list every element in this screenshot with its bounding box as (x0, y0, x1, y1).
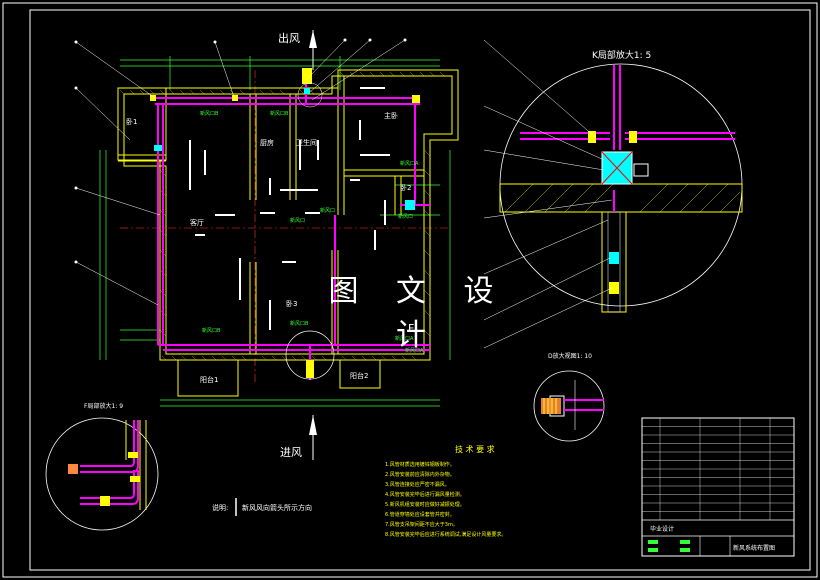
diffusers (150, 68, 420, 378)
legend: 说明: 新风风向箭头所示方向 (212, 498, 312, 516)
legend-prefix: 说明: (212, 503, 228, 512)
room-living: 客厅 (190, 218, 204, 227)
room-kitchen: 厨房 (260, 138, 274, 147)
requirement-line: 6.管道穿墙处应设套管并密封。 (385, 511, 455, 518)
watermark: 图 文 设 计 (328, 274, 508, 353)
leader-lines (75, 39, 406, 306)
room-master: 主卧 (384, 111, 398, 120)
room-bedroom3: 卧3 (286, 300, 297, 308)
axis-lines (120, 70, 450, 385)
title-block-sub: 毕业设计 (650, 525, 674, 533)
outlet-arrow (309, 30, 317, 70)
detail-f-title: F局部放大1: 9 (84, 402, 123, 410)
leader-balloons (74, 38, 407, 264)
title-block-name: 新风系统布置图 (733, 544, 775, 552)
detail-d: D放大视图1: 10 (533, 352, 605, 442)
room-labels: 客厅 厨房 卫生间 主卧 卧1 卧2 卧3 阳台1 阳台2 (126, 111, 411, 384)
requirement-line: 1.风管材质选用镀锌钢板制作。 (385, 461, 455, 468)
dimension-lines (99, 56, 451, 407)
legend-text: 新风风向箭头所示方向 (242, 503, 312, 512)
svg-text:新风口B: 新风口B (290, 320, 309, 327)
svg-text:新风口: 新风口 (290, 217, 305, 224)
tech-requirements: 技 术 要 求 1.风管材质选用镀锌钢板制作。 2.风管安装前应清除内外杂物。 3.… (385, 444, 506, 538)
room-bedroom1: 卧1 (126, 118, 137, 126)
outlet-label: 出风 (278, 31, 300, 45)
svg-text:新风口B: 新风口B (202, 327, 221, 334)
requirement-line: 5.新风机组安装时应做好减振处理。 (385, 501, 465, 508)
inlet-arrow (309, 415, 317, 460)
requirements-title: 技 术 要 求 (455, 444, 495, 454)
inlet-label: 进风 (280, 446, 302, 459)
requirement-line: 8.风管安装完毕后应进行系统调试,满足设计风量要求。 (385, 531, 506, 538)
requirement-line: 3.风管连接处应严密不漏风。 (385, 481, 450, 488)
room-balcony1: 阳台1 (200, 375, 218, 384)
detail-k: K局部放大1: 5 (483, 39, 743, 349)
svg-text:新风口A: 新风口A (395, 335, 414, 342)
room-bath: 卫生间 (296, 138, 317, 147)
requirement-line: 2.风管安装前应清除内外杂物。 (385, 471, 455, 478)
detail-circle-f (285, 330, 335, 380)
requirement-line: 7.风管支吊架间距不应大于3m。 (385, 521, 458, 528)
detail-circle-k (297, 82, 323, 108)
room-balcony2: 阳台2 (350, 371, 368, 380)
svg-text:新风口: 新风口 (320, 207, 335, 214)
detail-k-title: K局部放大1: 5 (592, 49, 651, 61)
svg-text:新风口A: 新风口A (400, 160, 419, 167)
svg-text:新风口A: 新风口A (405, 347, 424, 354)
walls (117, 69, 459, 397)
inner-border (29, 9, 811, 571)
floor-plan: 新风口B 新风口B 新风口A 新风口 新风口B 新风口A 新风口A 新风口B 新… (74, 30, 459, 460)
partitions (189, 87, 390, 330)
room-bedroom2: 卧2 (400, 184, 411, 192)
svg-text:新风口B: 新风口B (270, 110, 289, 117)
detail-f: F局部放大1: 9 (45, 402, 159, 531)
detail-d-title: D放大视图1: 10 (548, 352, 592, 360)
title-block: 毕业设计 新风系统布置图 (641, 417, 795, 557)
svg-text:新风口: 新风口 (398, 213, 413, 220)
svg-text:新风口B: 新风口B (200, 110, 219, 117)
marker-f: F (408, 322, 414, 335)
small-callouts: 新风口B 新风口B 新风口A 新风口 新风口B 新风口A 新风口A 新风口B 新… (200, 110, 424, 354)
requirement-line: 4.风管安装完毕后进行漏风量检测。 (385, 491, 465, 498)
